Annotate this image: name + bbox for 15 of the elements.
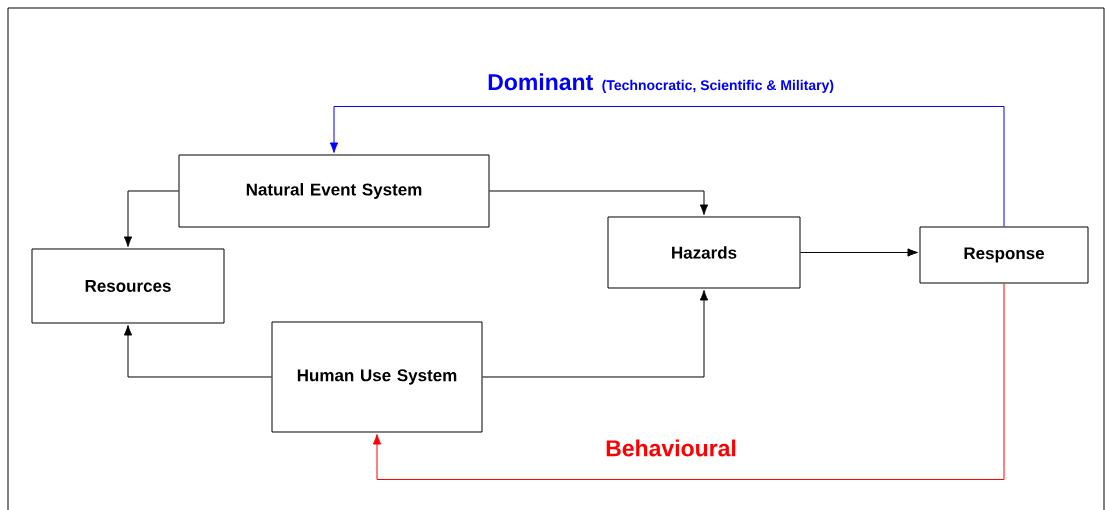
- box: Resources: [31, 248, 225, 324]
- edge-label: Dominant: [485, 71, 596, 93]
- box: Response: [919, 226, 1089, 284]
- box: Hazards: [607, 216, 801, 289]
- box: Natural Event System: [178, 154, 490, 228]
- arrow: [123, 190, 179, 247]
- arrow: [482, 290, 709, 378]
- arrow: [372, 283, 1005, 480]
- box: Human Use System: [271, 321, 483, 433]
- arrow: [329, 106, 1005, 227]
- arrow: [489, 190, 709, 215]
- edge-note: (Technocratic, Scientific & Military): [602, 79, 834, 93]
- arrow: [123, 325, 272, 378]
- edge-label: Behavioural: [603, 437, 739, 459]
- arrow: [800, 248, 918, 257]
